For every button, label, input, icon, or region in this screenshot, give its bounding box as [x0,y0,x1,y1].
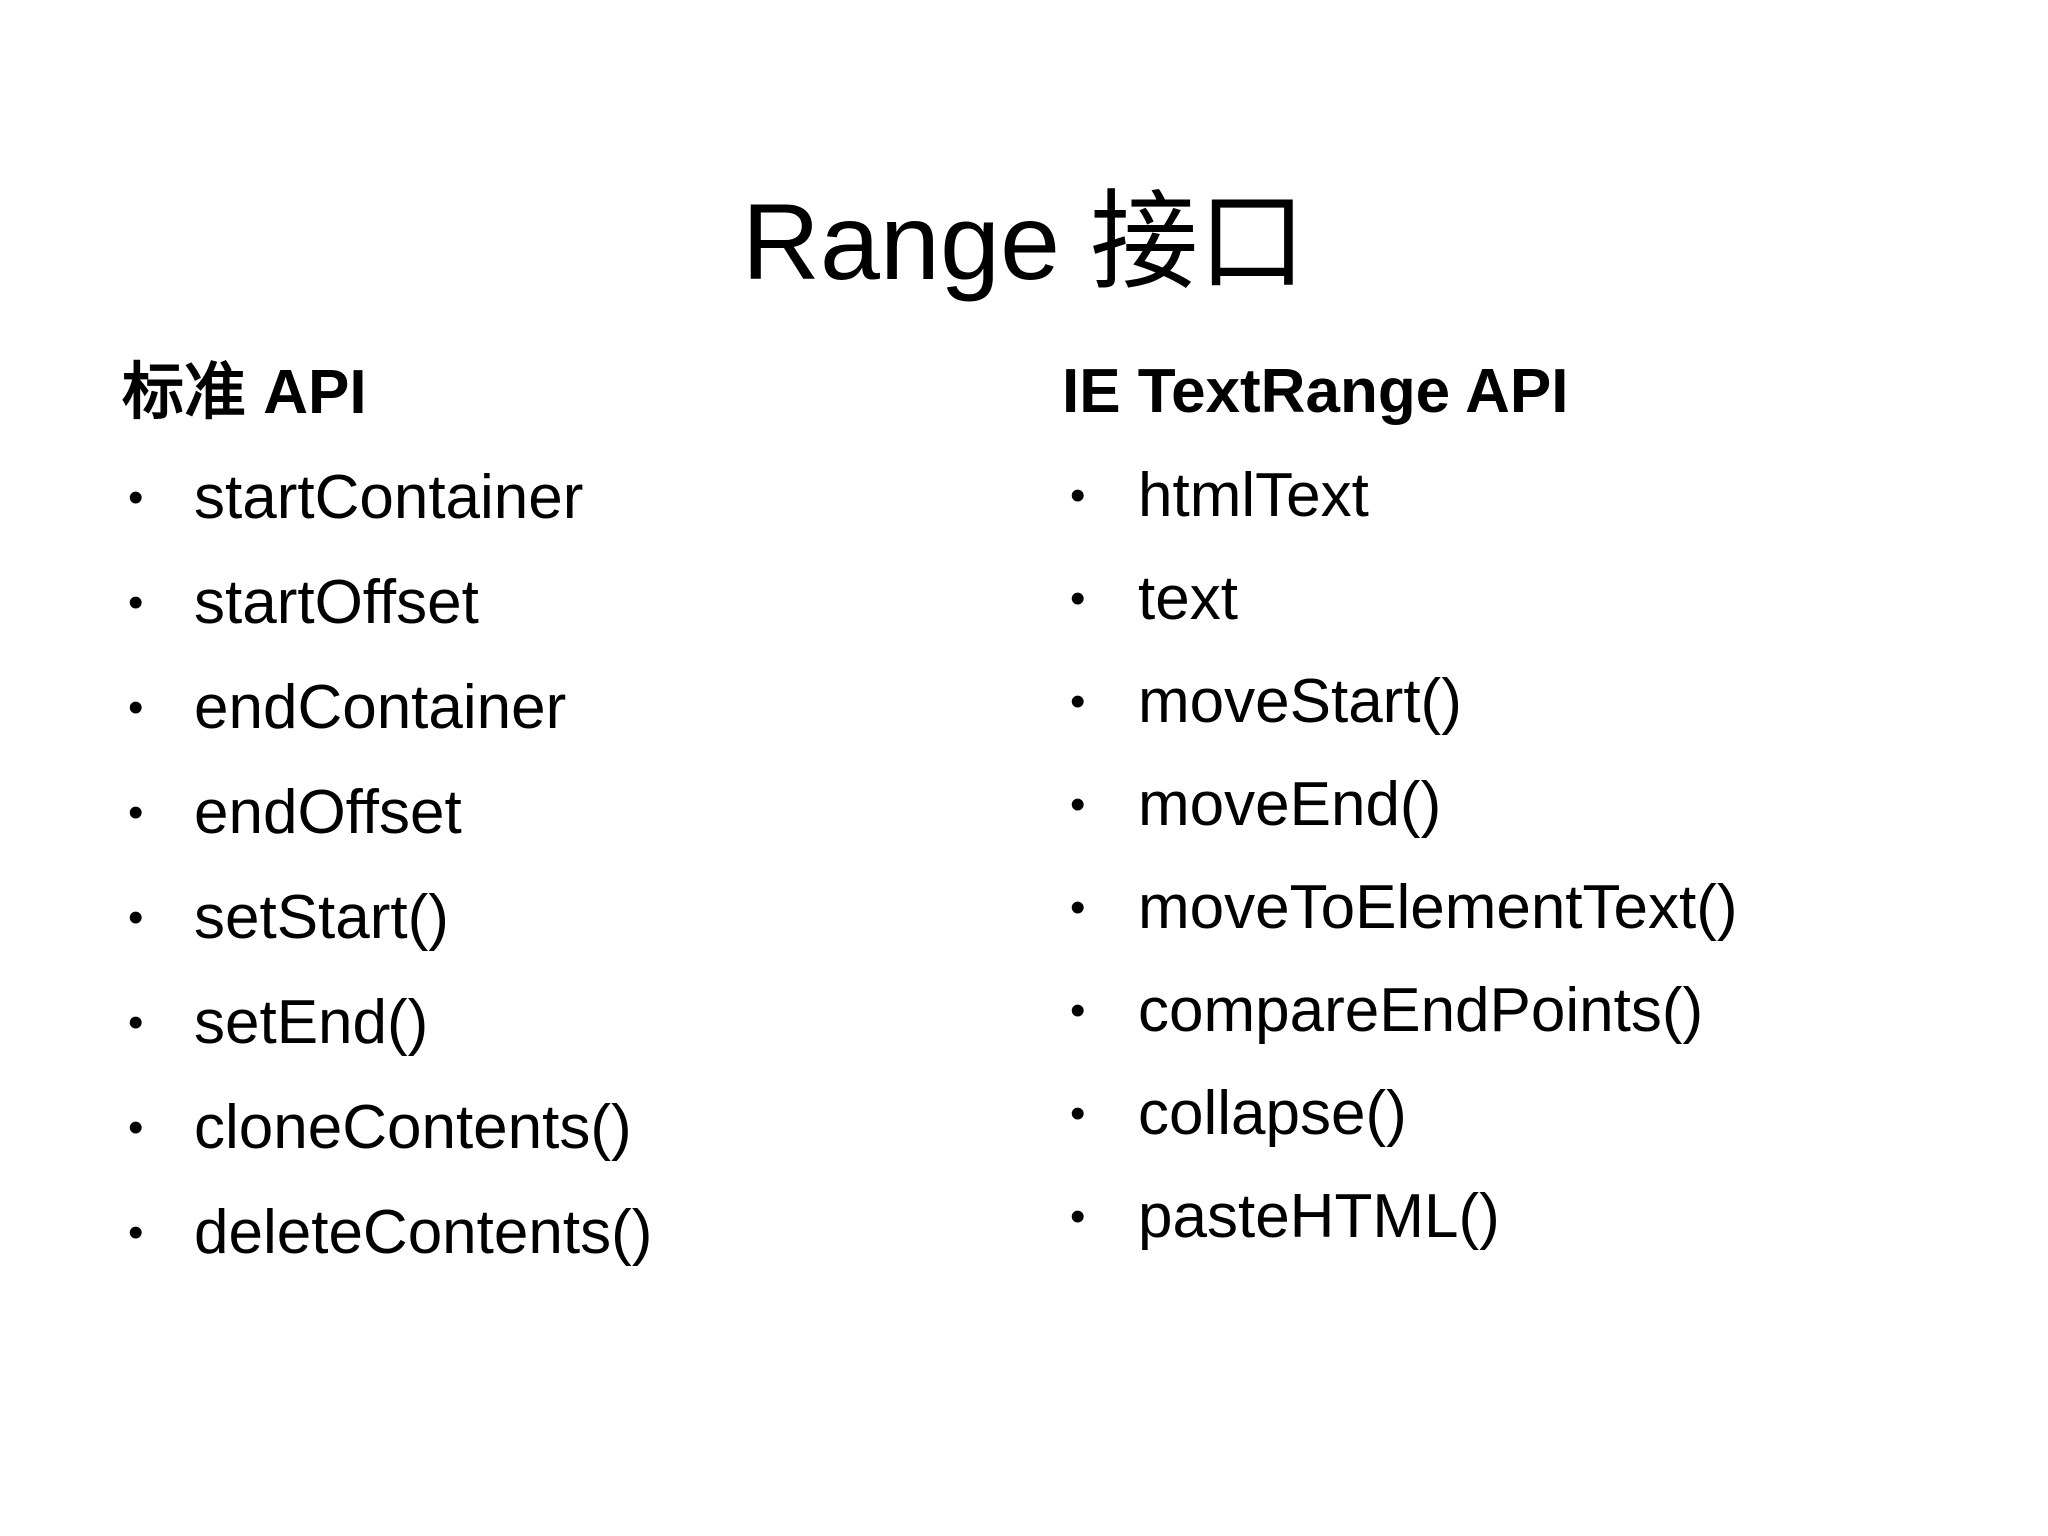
list-item: • collapse() [1062,1062,1962,1165]
list-item: • startOffset [122,550,1002,655]
bullet-list-standard-api: • startContainer • startOffset • endCont… [122,445,1002,1285]
list-item: • text [1062,547,1962,650]
list-item: • htmlText [1062,444,1962,547]
list-item: • moveEnd() [1062,753,1962,856]
bullet-icon: • [128,1208,144,1258]
bullet-list-ie-textrange-api: • htmlText • text • moveStart() • moveEn… [1062,444,1962,1268]
list-item: • startContainer [122,445,1002,550]
bullet-icon: • [1070,883,1086,933]
list-item-label: pasteHTML() [1138,1182,1500,1252]
list-item: • cloneContents() [122,1075,1002,1180]
page-title-latin: Range [741,181,1061,303]
list-item-label: deleteContents() [194,1198,653,1268]
list-item: • compareEndPoints() [1062,959,1962,1062]
bullet-icon: • [128,893,144,943]
column-heading-latin: API [263,358,367,427]
list-item-label: startOffset [194,568,479,638]
bullet-icon: • [1070,986,1086,1036]
page-title: Range 接口 [0,180,2048,306]
list-item: • endOffset [122,760,1002,865]
list-item-label: endContainer [194,673,567,743]
list-item-label: endOffset [194,778,462,848]
list-item-label: startContainer [194,463,584,533]
bullet-icon: • [128,998,144,1048]
page-title-cjk: 接口 [1090,180,1307,306]
list-item: • moveToElementText() [1062,856,1962,959]
list-item: • endContainer [122,655,1002,760]
list-item: • setStart() [122,865,1002,970]
bullet-icon: • [1070,780,1086,830]
bullet-icon: • [128,683,144,733]
bullet-icon: • [128,788,144,838]
list-item: • deleteContents() [122,1180,1002,1285]
list-item-label: htmlText [1138,461,1369,531]
column-ie-textrange-api: IE TextRange API • htmlText • text • mov… [1062,357,1962,1268]
column-heading-ie-textrange-api: IE TextRange API [1062,357,1962,426]
bullet-icon: • [128,578,144,628]
list-item-label: setEnd() [194,988,429,1058]
list-item-label: moveEnd() [1138,770,1442,840]
list-item: • moveStart() [1062,650,1962,753]
list-item: • setEnd() [122,970,1002,1075]
list-item-label: collapse() [1138,1079,1407,1149]
list-item-label: moveStart() [1138,667,1462,737]
bullet-icon: • [128,1103,144,1153]
column-heading-cjk: 标准 [122,355,247,428]
column-heading-standard-api: 标准 API [122,355,1002,428]
column-standard-api: 标准 API • startContainer • startOffset • … [122,355,1002,1285]
list-item-label: cloneContents() [194,1093,632,1163]
bullet-icon: • [1070,1192,1086,1242]
list-item-label: setStart() [194,883,449,953]
bullet-icon: • [1070,471,1086,521]
bullet-icon: • [1070,1089,1086,1139]
list-item-label: text [1138,564,1238,634]
content-columns: 标准 API • startContainer • startOffset • … [0,355,2048,1458]
bullet-icon: • [128,473,144,523]
bullet-icon: • [1070,677,1086,727]
bullet-icon: • [1070,574,1086,624]
column-heading-latin: IE TextRange API [1062,357,1569,426]
list-item: • pasteHTML() [1062,1165,1962,1268]
list-item-label: moveToElementText() [1138,873,1738,943]
list-item-label: compareEndPoints() [1138,976,1704,1046]
